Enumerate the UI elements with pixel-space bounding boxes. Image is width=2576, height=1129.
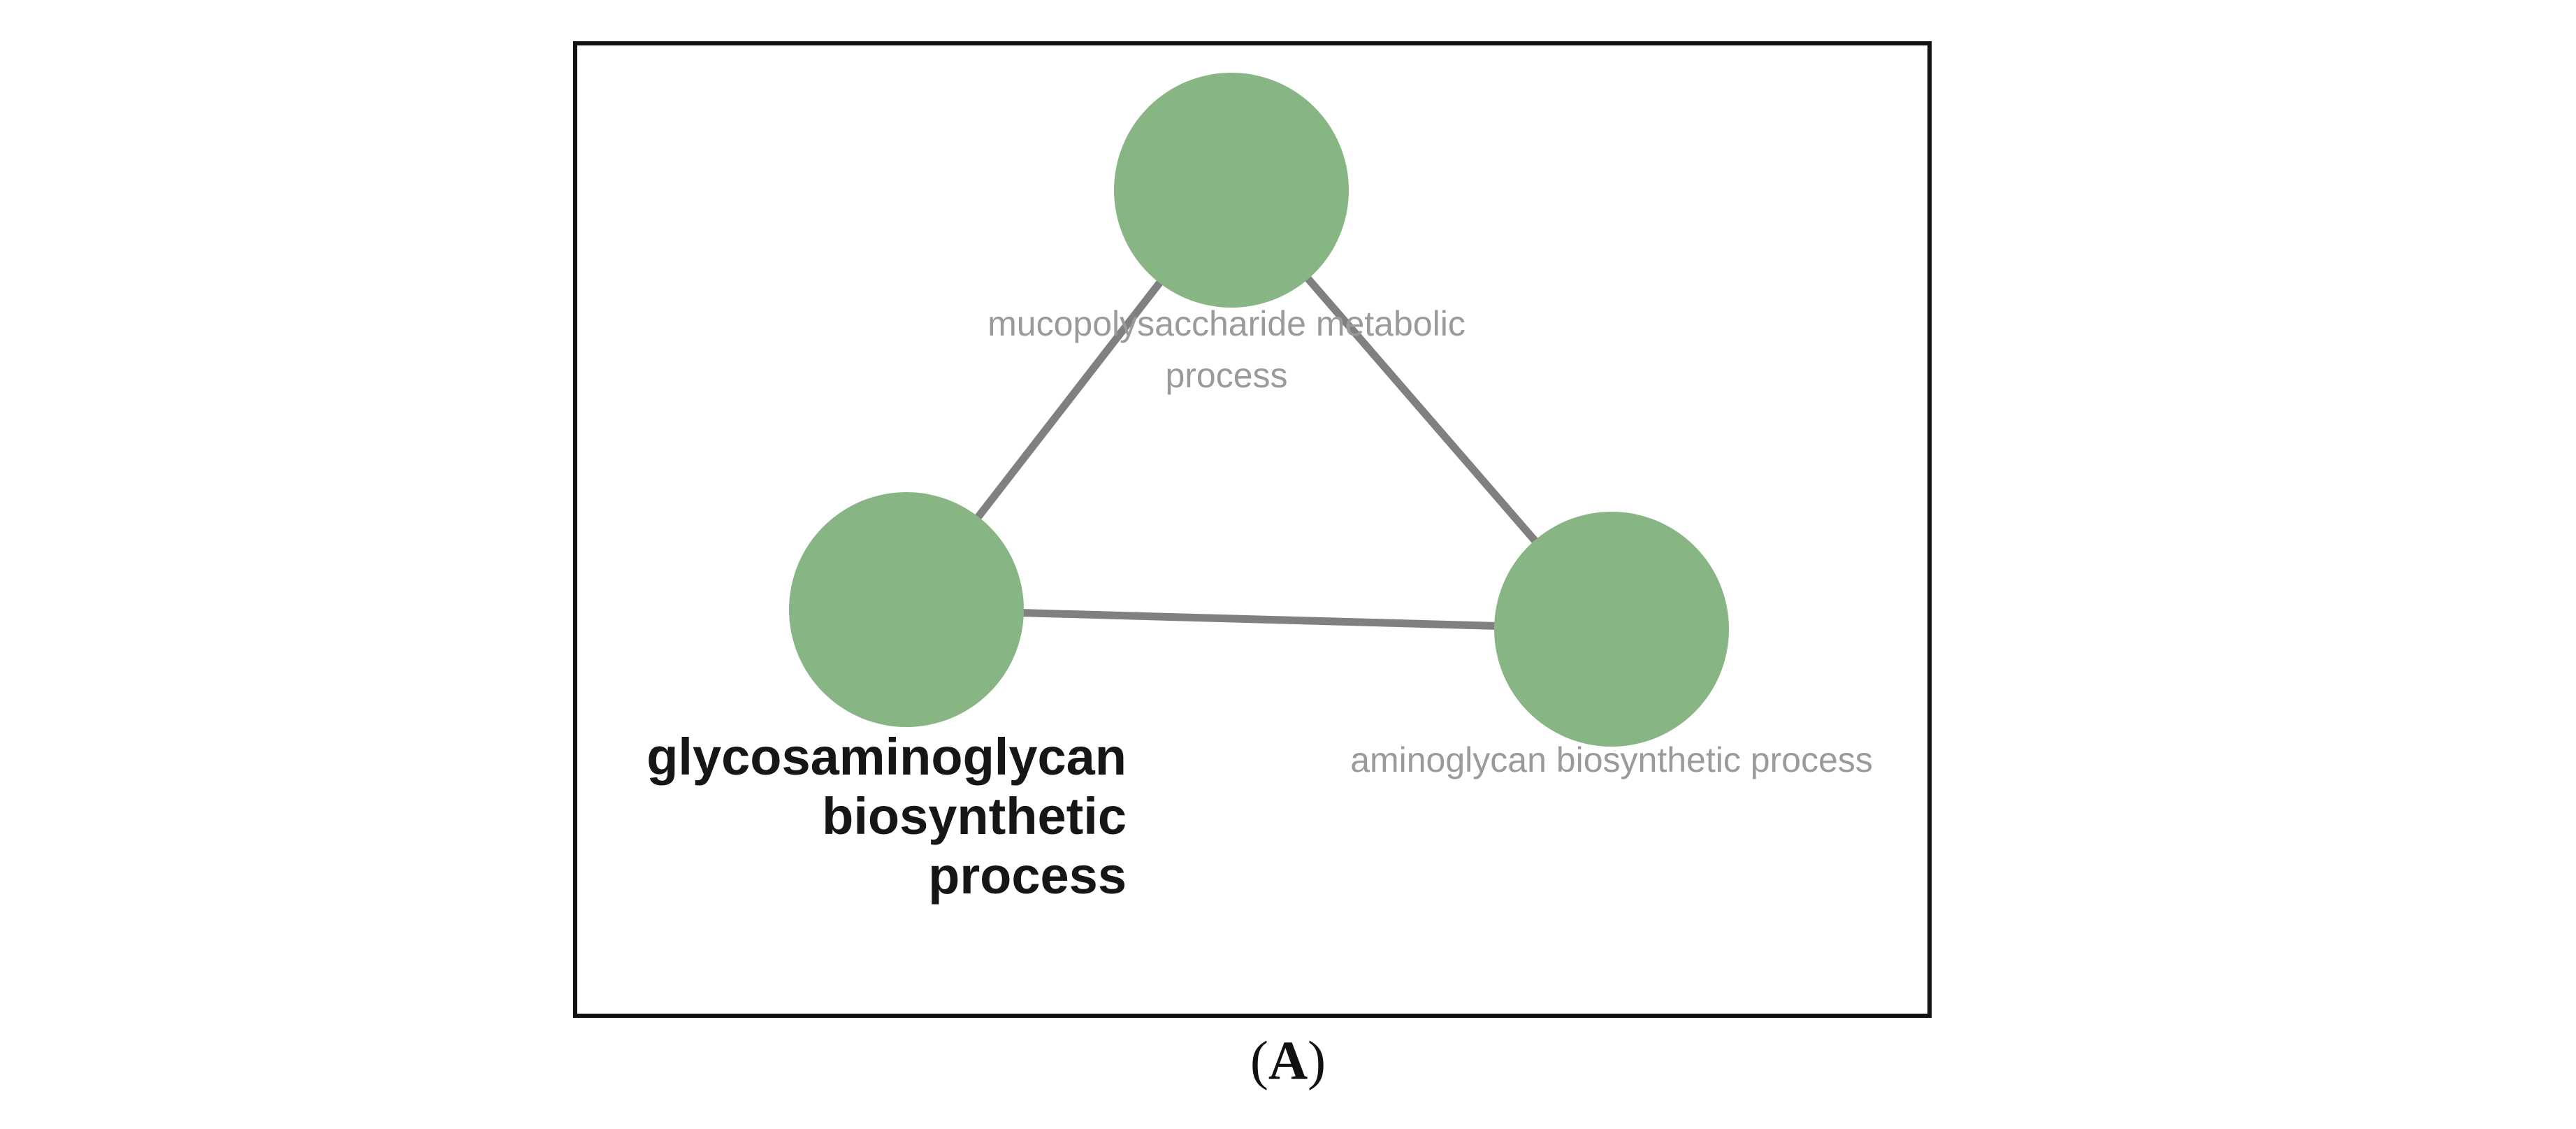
edge-glycos-aminogly bbox=[902, 605, 1616, 633]
panel-label-close: ) bbox=[1308, 1030, 1326, 1091]
node-label-line: aminoglycan biosynthetic process bbox=[1350, 740, 1873, 779]
node-label-line: mucopolysaccharide metabolic bbox=[987, 304, 1466, 343]
node-label-line: process bbox=[928, 847, 1127, 905]
node-label-aminogly: aminoglycan biosynthetic process bbox=[1350, 740, 1873, 779]
node-label-line: biosynthetic bbox=[822, 787, 1127, 845]
nodes-layer bbox=[789, 73, 1729, 747]
panel-label-letter: A bbox=[1268, 1030, 1308, 1091]
node-aminogly bbox=[1494, 512, 1729, 747]
node-label-line: glycosaminoglycan bbox=[646, 728, 1127, 786]
node-label-mucopoly: mucopolysaccharide metabolic process bbox=[987, 304, 1466, 395]
node-label-line: process bbox=[1165, 356, 1287, 395]
node-mucopoly bbox=[1114, 73, 1349, 308]
diagram-frame bbox=[573, 41, 1932, 1018]
node-glycos bbox=[789, 492, 1024, 727]
panel-label: (A) bbox=[0, 1033, 2576, 1088]
panel-label-open: ( bbox=[1250, 1030, 1268, 1091]
